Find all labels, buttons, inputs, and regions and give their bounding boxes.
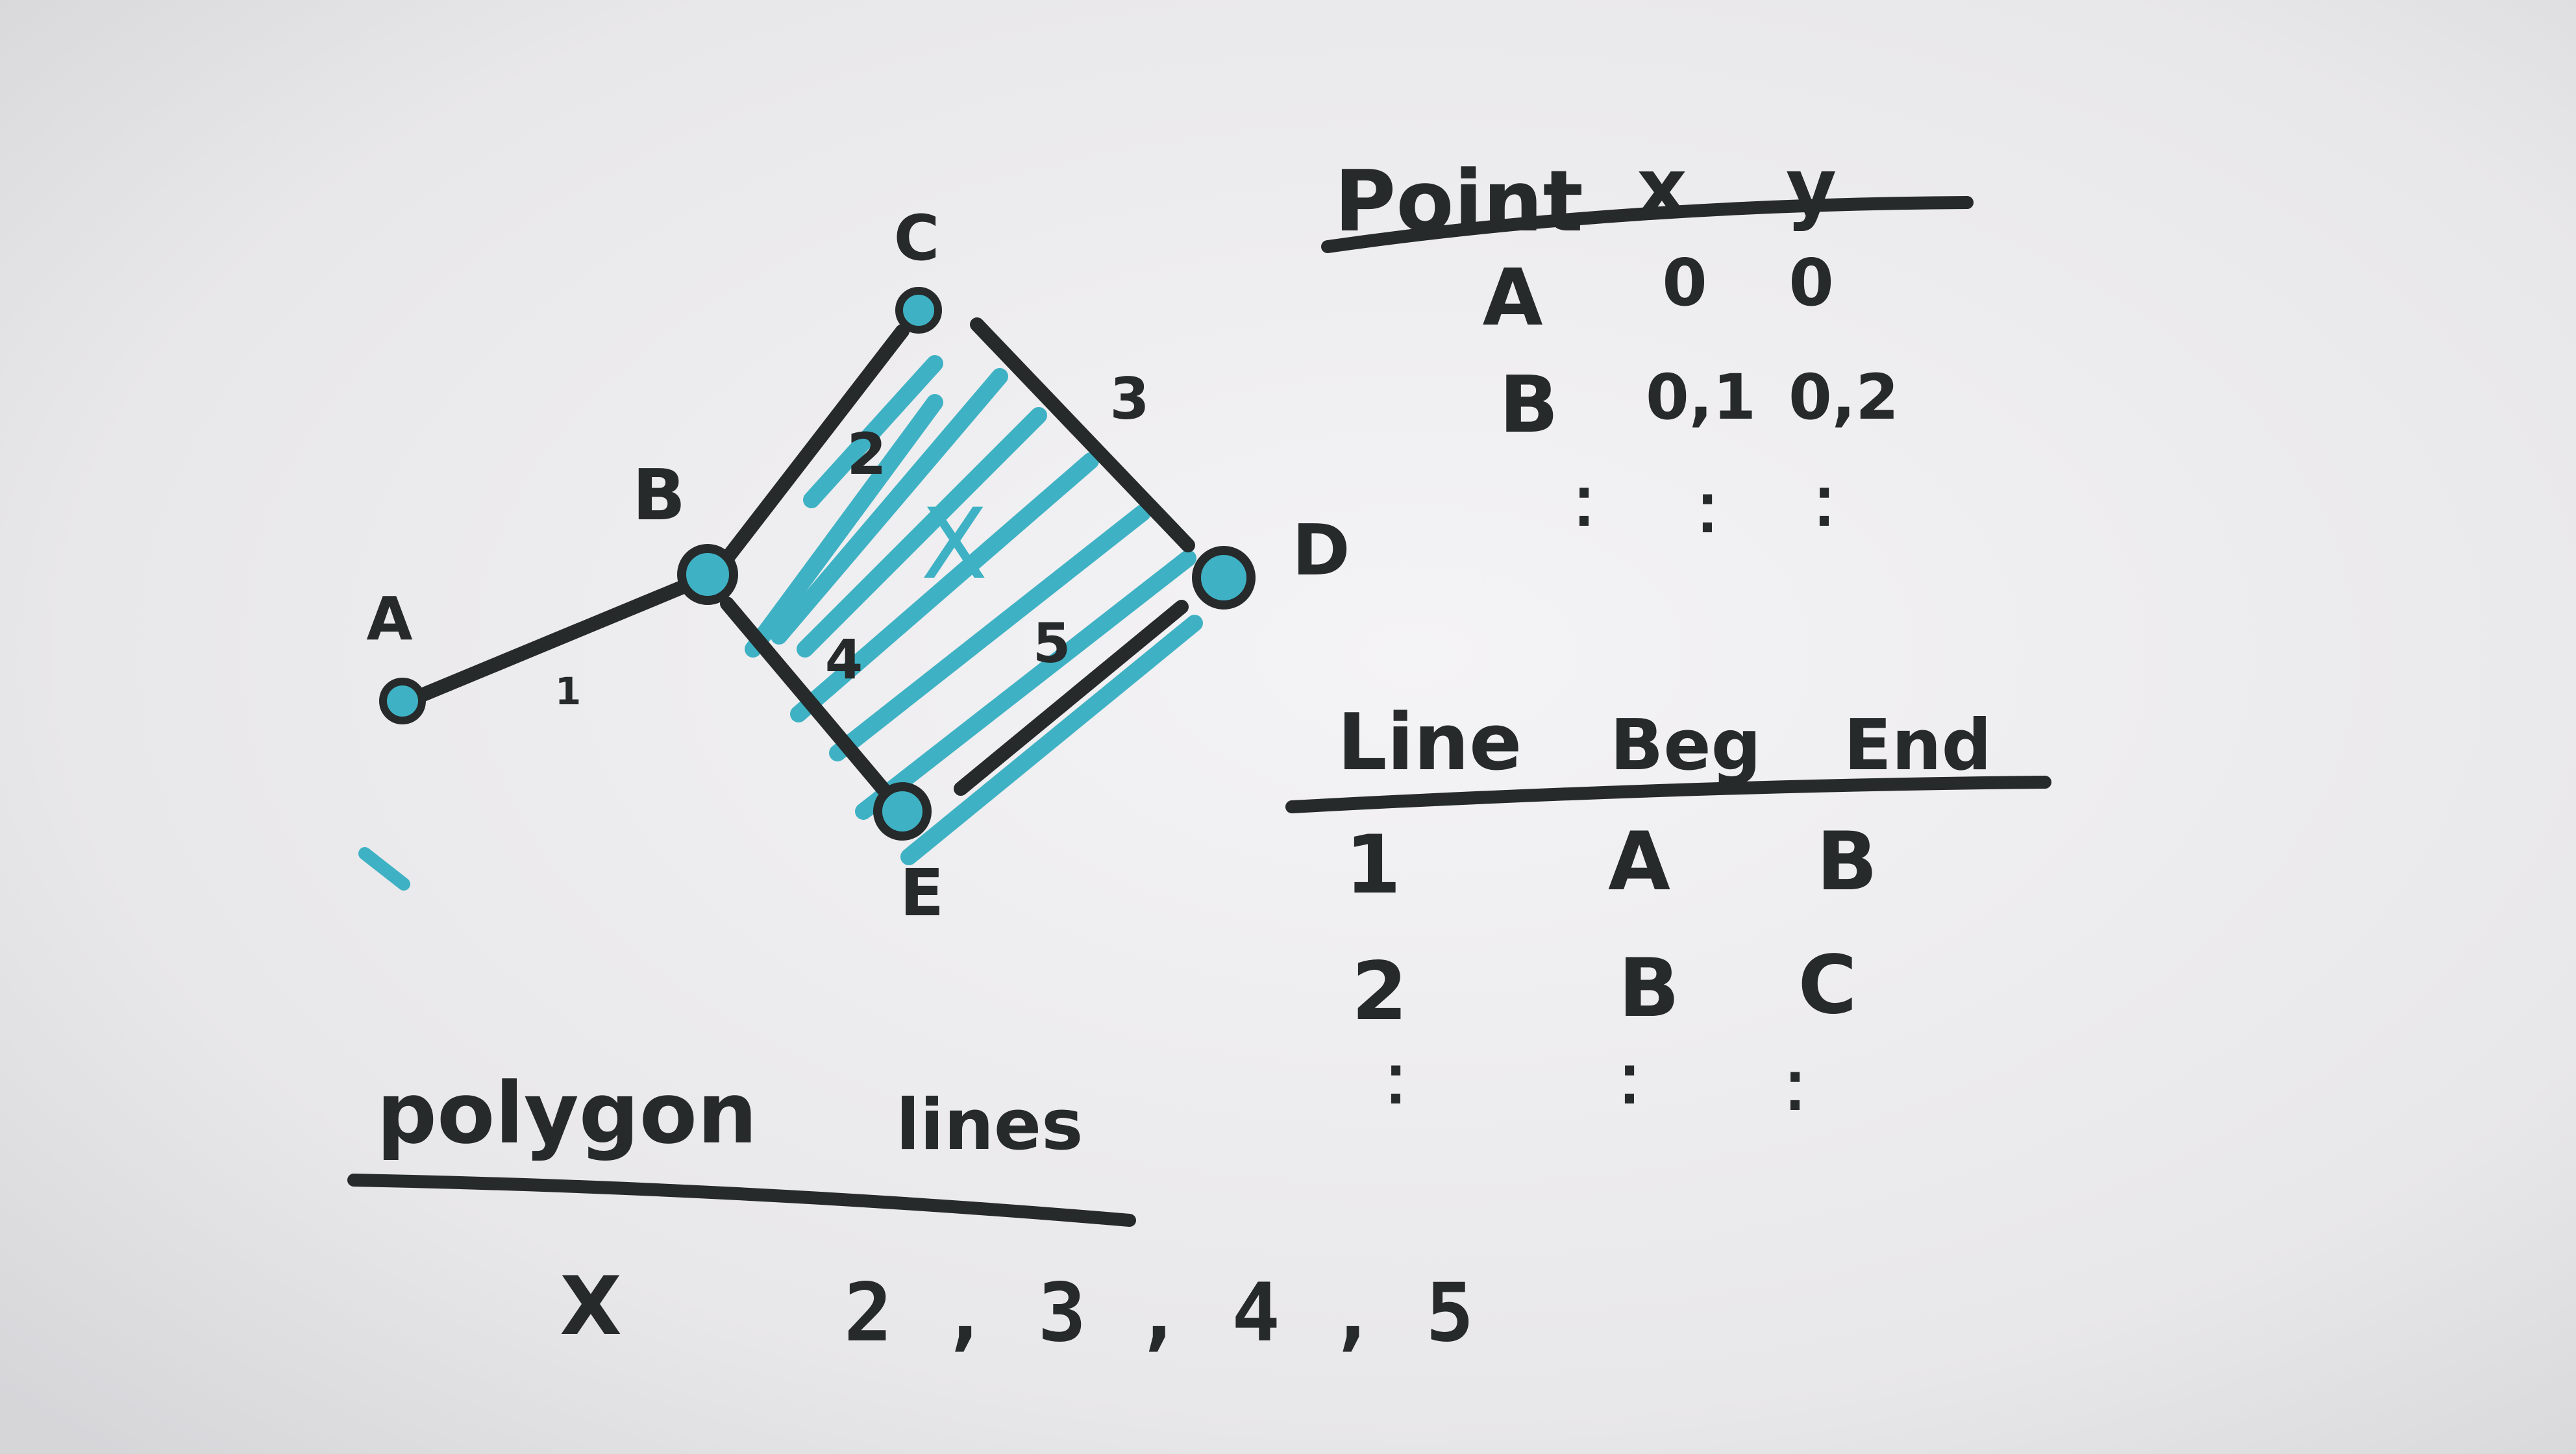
line-table-row-1-end: B [1816,815,1878,909]
stray-mark [358,847,410,891]
edge-2 [720,324,910,565]
polygon-table-row-x-name: X [560,1260,622,1353]
vertex-label-b: B [632,455,686,536]
line-table-row-ellipsis-line: ⁚ [1386,1055,1406,1116]
line-table-header-line: Line [1337,698,1522,788]
line-table-row-2-beg: B [1618,942,1680,1035]
edge-5 [954,600,1189,796]
hatch-stroke [771,368,1008,645]
polygon-label: X [921,488,988,601]
edge-label-1: 1 [555,669,581,713]
polygon-table-header-lines: lines [896,1085,1083,1166]
vertex-a [379,678,426,724]
edge-label-2: 2 [847,421,886,487]
point-table-header-y: y [1786,143,1837,233]
vertex-c [895,287,942,334]
point-table-row-a-x: 0 [1662,245,1707,321]
polygon-table-row-x-lines: 2 , 3 , 4 , 5 [844,1266,1474,1360]
line-table-row-ellipsis-end: ⁚ [1785,1062,1805,1122]
point-table-row-ellipsis-x: ⁚ [1698,484,1717,545]
hatch-stroke [803,355,943,508]
hatch-stroke [829,504,1151,761]
line-table-row-1-line: 1 [1345,819,1401,912]
polygon-table-header-polygon: polygon [377,1064,758,1163]
line-table-header-beg: Beg [1610,705,1761,786]
point-table-row-b-x: 0,1 [1646,361,1756,434]
line-table-row-1-beg: A [1608,815,1670,909]
line-table-row-2-line: 2 [1352,945,1407,1039]
edge-label-4: 4 [825,628,863,691]
vertex-label-e: E [900,855,944,931]
hatch-stroke [797,407,1047,658]
edge-3 [970,317,1195,552]
vertex-b [677,544,738,605]
edges [408,317,1195,796]
hatch-stroke [790,452,1099,722]
line-table-row-2-end: C [1798,939,1857,1032]
point-table-row-ellipsis-label: ⁚ [1574,478,1594,538]
point-table-row-a-label: A [1483,253,1543,343]
point-table-row-ellipsis-y: ⁚ [1814,478,1834,538]
point-table-row-b-y: 0,2 [1789,361,1899,434]
polygon-hatch [745,355,1203,865]
line-table: Line Beg End 1 A B 2 B C ⁚ ⁚ ⁚ [1285,698,2051,1122]
vertex-label-c: C [894,202,939,275]
hatch-stroke [855,550,1196,820]
edge-4 [720,597,890,796]
vertex-label-d: D [1292,510,1350,591]
polygon-table-rule [347,1174,1136,1227]
polygon-table: polygon lines X 2 , 3 , 4 , 5 [347,1064,1474,1360]
line-table-rule [1285,776,2051,813]
edge-label-3: 3 [1109,365,1149,432]
vertices [379,287,1256,841]
edge-1 [408,580,689,705]
hatch-stroke [900,615,1203,865]
line-table-row-ellipsis-beg: ⁚ [1620,1055,1639,1116]
point-table-row-a-y: 0 [1789,245,1834,321]
point-table-rule [1321,196,1974,253]
point-table-row-b-label: B [1499,360,1558,450]
point-table: Point x y A 0 0 B 0,1 0,2 ⁚ ⁚ ⁚ [1321,143,1974,545]
hatch-stroke [745,394,943,658]
edge-label-5: 5 [1033,611,1071,675]
vertex-label-a: A [366,584,412,654]
line-table-header-end: End [1844,705,1992,786]
vertex-e [873,782,932,841]
vertex-d [1192,546,1256,610]
